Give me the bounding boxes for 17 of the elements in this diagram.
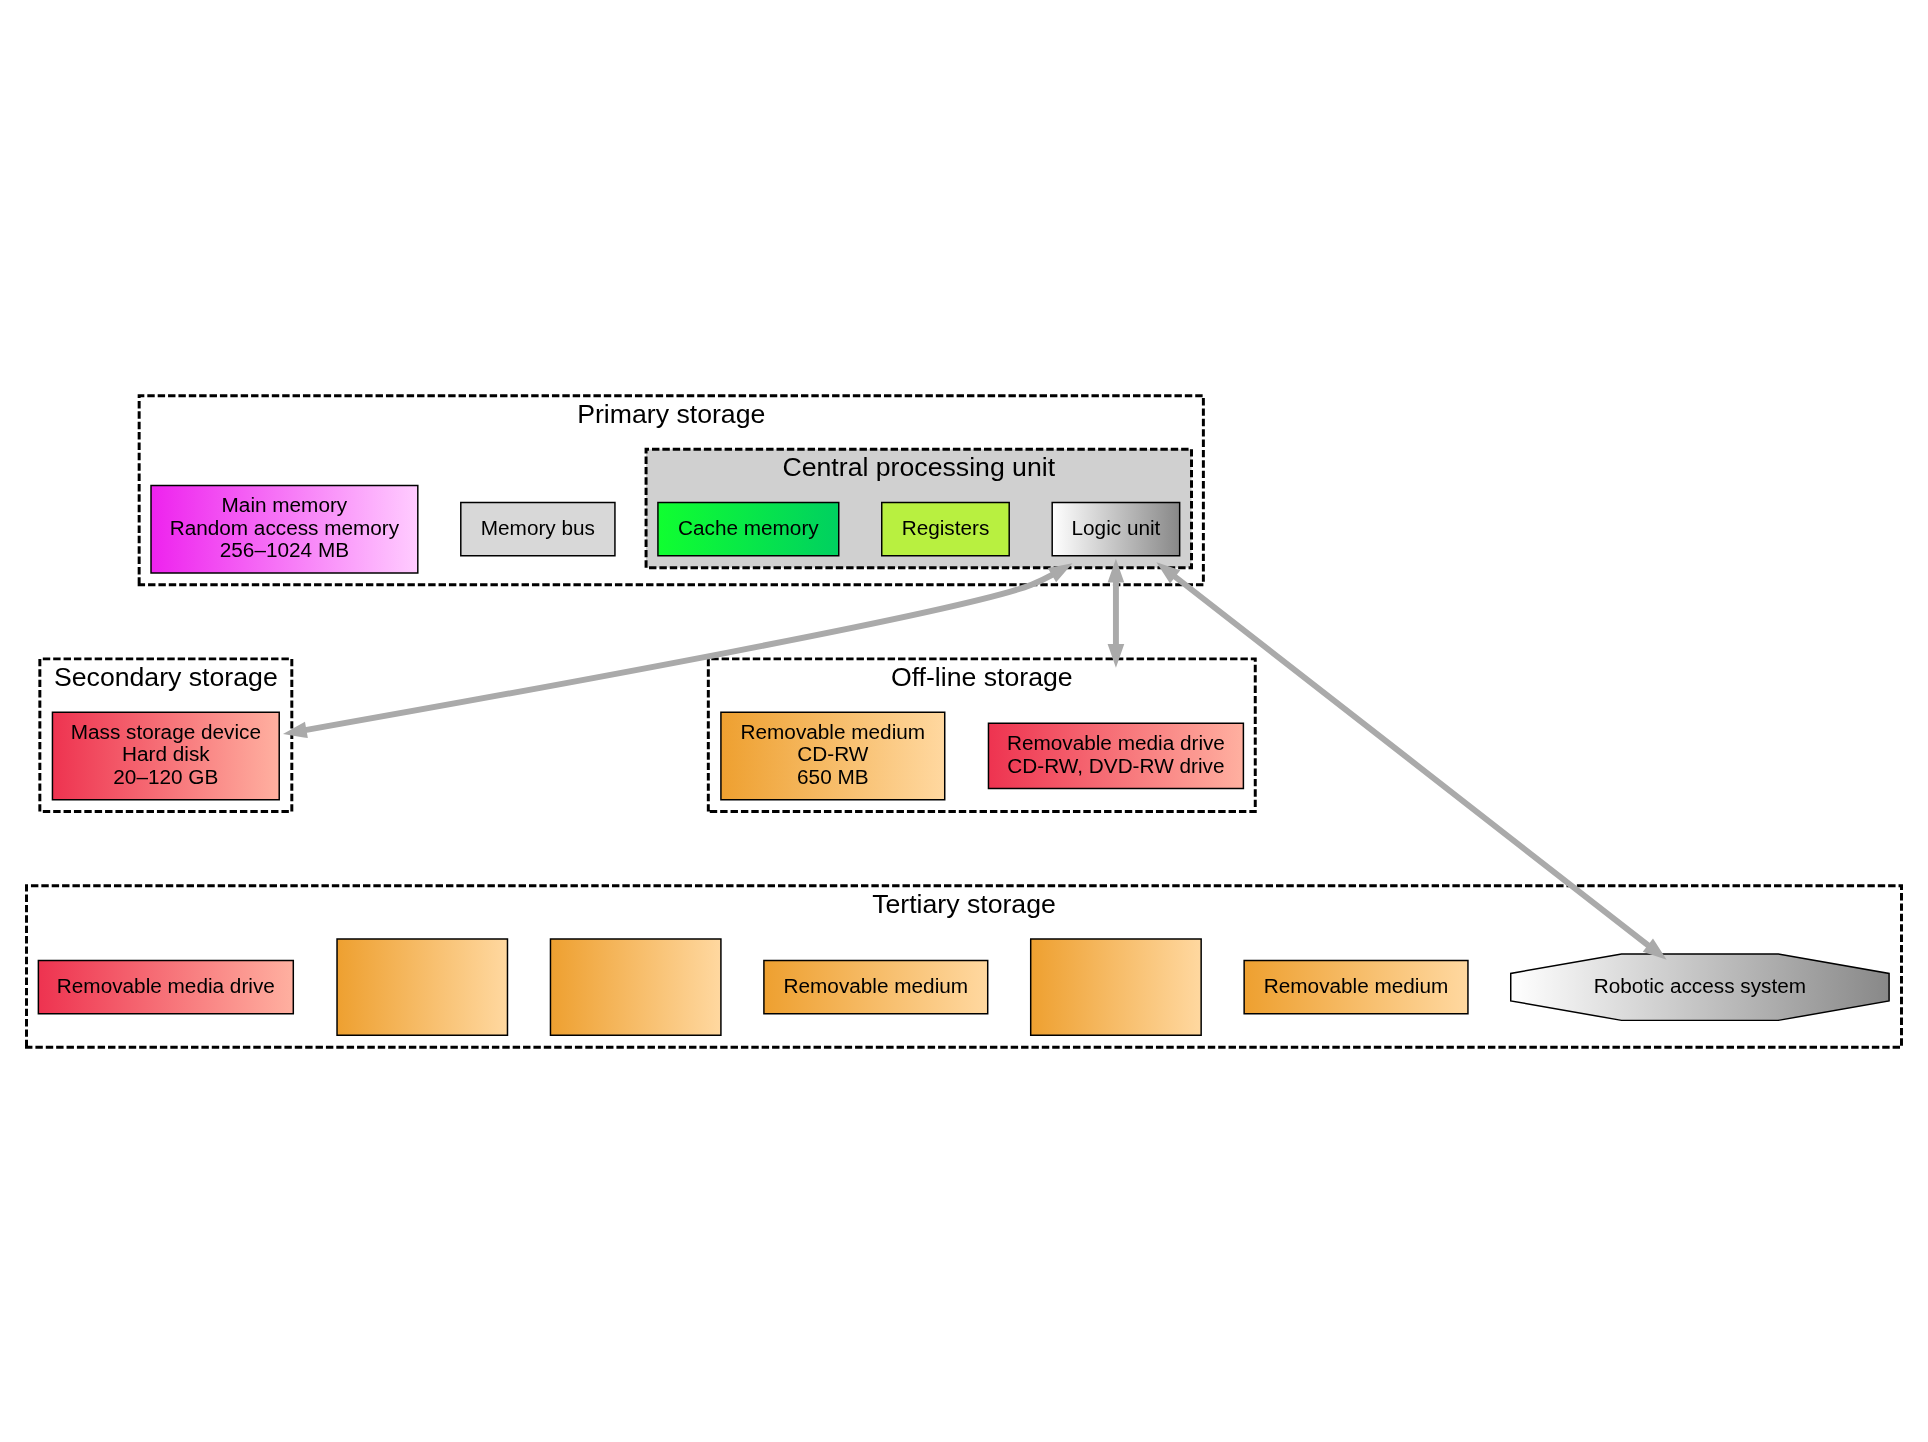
node-box: Cache memory — [657, 501, 840, 557]
arrow — [1156, 561, 1667, 960]
node-box: Logic unit — [1051, 501, 1181, 557]
node-box: Removable medium CD-RW 650 MB — [720, 711, 946, 800]
node-box — [1029, 937, 1202, 1036]
arrow — [1107, 558, 1125, 668]
node-box: Removable medium — [763, 959, 989, 1015]
node-box — [549, 937, 722, 1036]
node-box: Registers — [881, 501, 1010, 557]
node-box: Main memory Random access memory 256–1024 MB — [150, 484, 419, 574]
node-box: Removable media drive — [37, 959, 295, 1015]
arrow — [283, 562, 1073, 738]
node-box: Mass storage device Hard disk 20–120 GB — [51, 711, 280, 800]
node-box — [336, 937, 509, 1036]
node-box: Memory bus — [460, 501, 616, 557]
node-box: Removable medium — [1243, 959, 1469, 1015]
node-box: Removable media drive CD-RW, DVD-RW drive — [987, 722, 1245, 789]
